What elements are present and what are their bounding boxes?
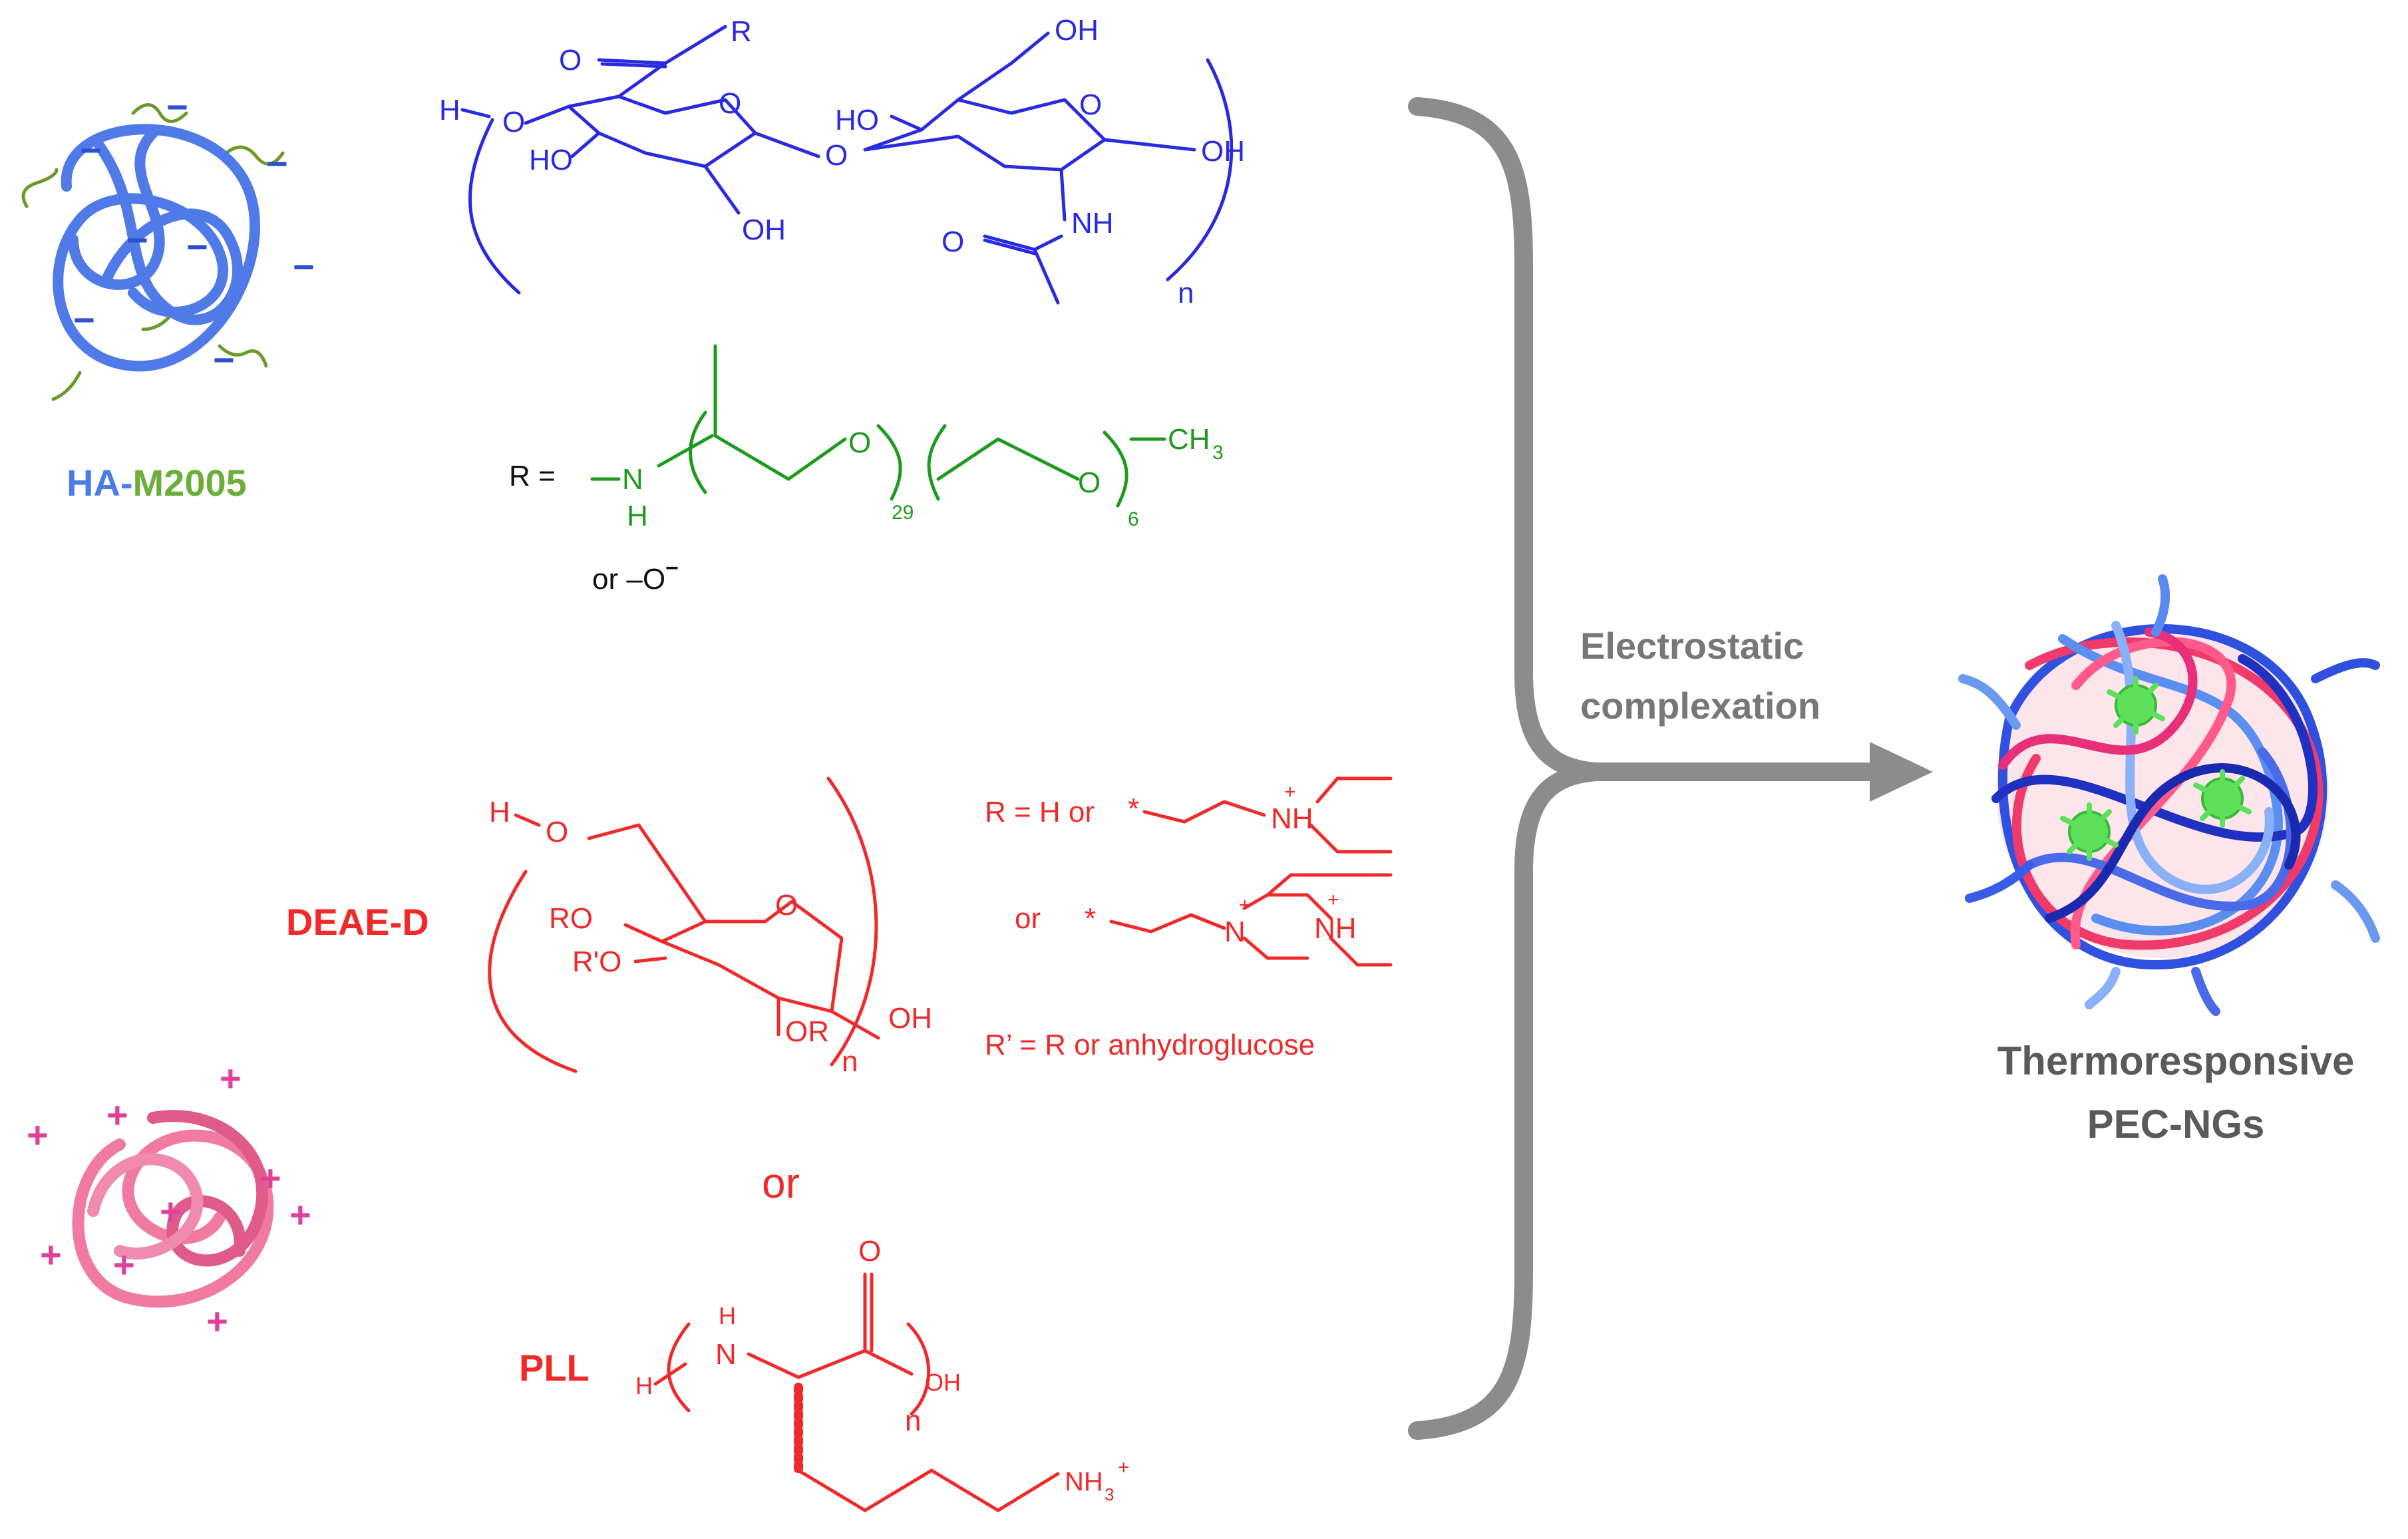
svg-text:+: + (40, 1234, 62, 1276)
svg-text:O: O (942, 226, 964, 258)
r-group-atoms: N H O 29 O 6 CH 3 (622, 423, 1224, 532)
svg-text:NH: NH (1065, 1467, 1103, 1496)
svg-text:N: N (622, 463, 643, 496)
svg-text:3: 3 (1105, 1484, 1114, 1504)
svg-text:O: O (1079, 88, 1102, 121)
svg-text:+: + (1284, 781, 1296, 803)
charge-minus: − (73, 299, 95, 341)
ha-m2005-label: HA-M2005 (67, 462, 247, 504)
svg-text:O: O (1078, 466, 1101, 499)
ha-structure (460, 25, 1234, 305)
svg-text:OH: OH (742, 214, 786, 246)
r-group-structure (590, 344, 1166, 508)
svg-text:H: H (719, 1302, 736, 1329)
svg-text:O: O (775, 889, 798, 922)
svg-text:+: + (27, 1114, 49, 1156)
ha-negative-charges: − − − − − − − − (73, 86, 315, 381)
svg-text:CH: CH (1168, 423, 1210, 456)
svg-text:R’ = R or anhydroglucose: R’ = R or anhydroglucose (985, 1029, 1315, 1061)
pec-ng-nanogel-illustration (1958, 574, 2380, 1016)
svg-text:NH: NH (1071, 207, 1114, 240)
polycation-positive-charges: + + + + + + + + + (27, 1057, 311, 1342)
svg-text:+: + (160, 1190, 182, 1232)
product-label-line2: PEC-NGs (2087, 1102, 2265, 1146)
svg-text:O: O (559, 44, 582, 77)
svg-text:n: n (842, 1045, 858, 1078)
svg-text:RO: RO (549, 902, 593, 935)
pll-atoms: H N H O OH n NH 3 + (635, 1235, 1130, 1504)
r-or-oxide: or –O− (592, 556, 679, 596)
svg-text:O: O (719, 87, 741, 120)
ha-atoms: R O H O O HO OH O HO OH O OH NH O n (439, 14, 1245, 309)
svg-text:+: + (220, 1057, 242, 1099)
svg-text:+: + (113, 1244, 135, 1285)
charge-minus: − (293, 246, 315, 287)
svg-text:R'O: R'O (572, 945, 621, 978)
svg-text:HO: HO (529, 144, 573, 176)
svg-text:R = H or: R = H or (985, 796, 1095, 828)
charge-minus: − (126, 219, 148, 261)
svg-text:*: * (1085, 902, 1096, 935)
svg-text:R: R (731, 15, 752, 48)
ha-m2005-coil-illustration: − − − − − − − − (21, 86, 315, 401)
svg-text:H: H (635, 1372, 653, 1399)
svg-text:+: + (106, 1094, 128, 1136)
or-separator: or (762, 1159, 800, 1207)
charge-minus: − (266, 142, 288, 184)
charge-minus: − (80, 129, 102, 171)
merge-brace-arrow (1408, 97, 1886, 1440)
dextran-atoms: H O O RO R'O OR OH n R = H or * NH + or … (489, 781, 1357, 1078)
svg-text:H: H (489, 796, 510, 828)
process-label-line1: Electrostatic (1580, 625, 1804, 667)
svg-text:NH: NH (1314, 912, 1357, 945)
svg-text:+: + (1239, 894, 1251, 916)
charge-minus: − (213, 339, 235, 381)
svg-text:H: H (439, 94, 460, 126)
svg-text:OR: OR (785, 1015, 829, 1048)
svg-text:*: * (1128, 792, 1139, 825)
svg-text:OH: OH (1201, 135, 1245, 168)
svg-text:+: + (289, 1194, 311, 1236)
svg-text:3: 3 (1212, 442, 1224, 464)
svg-text:O: O (546, 816, 568, 848)
svg-text:O: O (825, 139, 848, 172)
svg-text:+: + (259, 1157, 281, 1199)
svg-text:OH: OH (925, 1369, 961, 1396)
svg-text:29: 29 (892, 502, 914, 524)
deae-d-label: DEAE-D (286, 901, 429, 943)
pll-label: PLL (519, 1347, 590, 1389)
r-equals: R = (509, 460, 556, 492)
svg-text:H: H (627, 500, 648, 532)
svg-text:+: + (1327, 889, 1339, 911)
svg-text:6: 6 (1128, 508, 1139, 530)
product-label-line1: Thermoresponsive (1997, 1039, 2355, 1083)
svg-text:n: n (1178, 277, 1194, 309)
pll-structure (653, 1272, 1060, 1512)
svg-text:N: N (1224, 916, 1246, 948)
polycation-coil-illustration: + + + + + + + + + (27, 1057, 311, 1342)
svg-text:N: N (715, 1338, 737, 1371)
svg-text:n: n (905, 1405, 921, 1437)
svg-text:NH: NH (1271, 802, 1313, 835)
svg-text:OH: OH (1055, 14, 1099, 47)
svg-text:or: or (1015, 902, 1041, 935)
svg-text:O: O (502, 106, 525, 138)
charge-minus: − (186, 226, 208, 267)
dextran-structure (488, 776, 1393, 1073)
svg-text:HO: HO (835, 104, 879, 136)
svg-text:+: + (1118, 1456, 1130, 1478)
svg-text:O: O (858, 1235, 881, 1268)
svg-text:+: + (206, 1300, 228, 1342)
arrow-head (1870, 742, 1933, 802)
svg-text:OH: OH (888, 1002, 932, 1035)
charge-minus: − (166, 86, 188, 128)
svg-text:O: O (848, 427, 871, 459)
process-label-line2: complexation (1580, 685, 1820, 727)
